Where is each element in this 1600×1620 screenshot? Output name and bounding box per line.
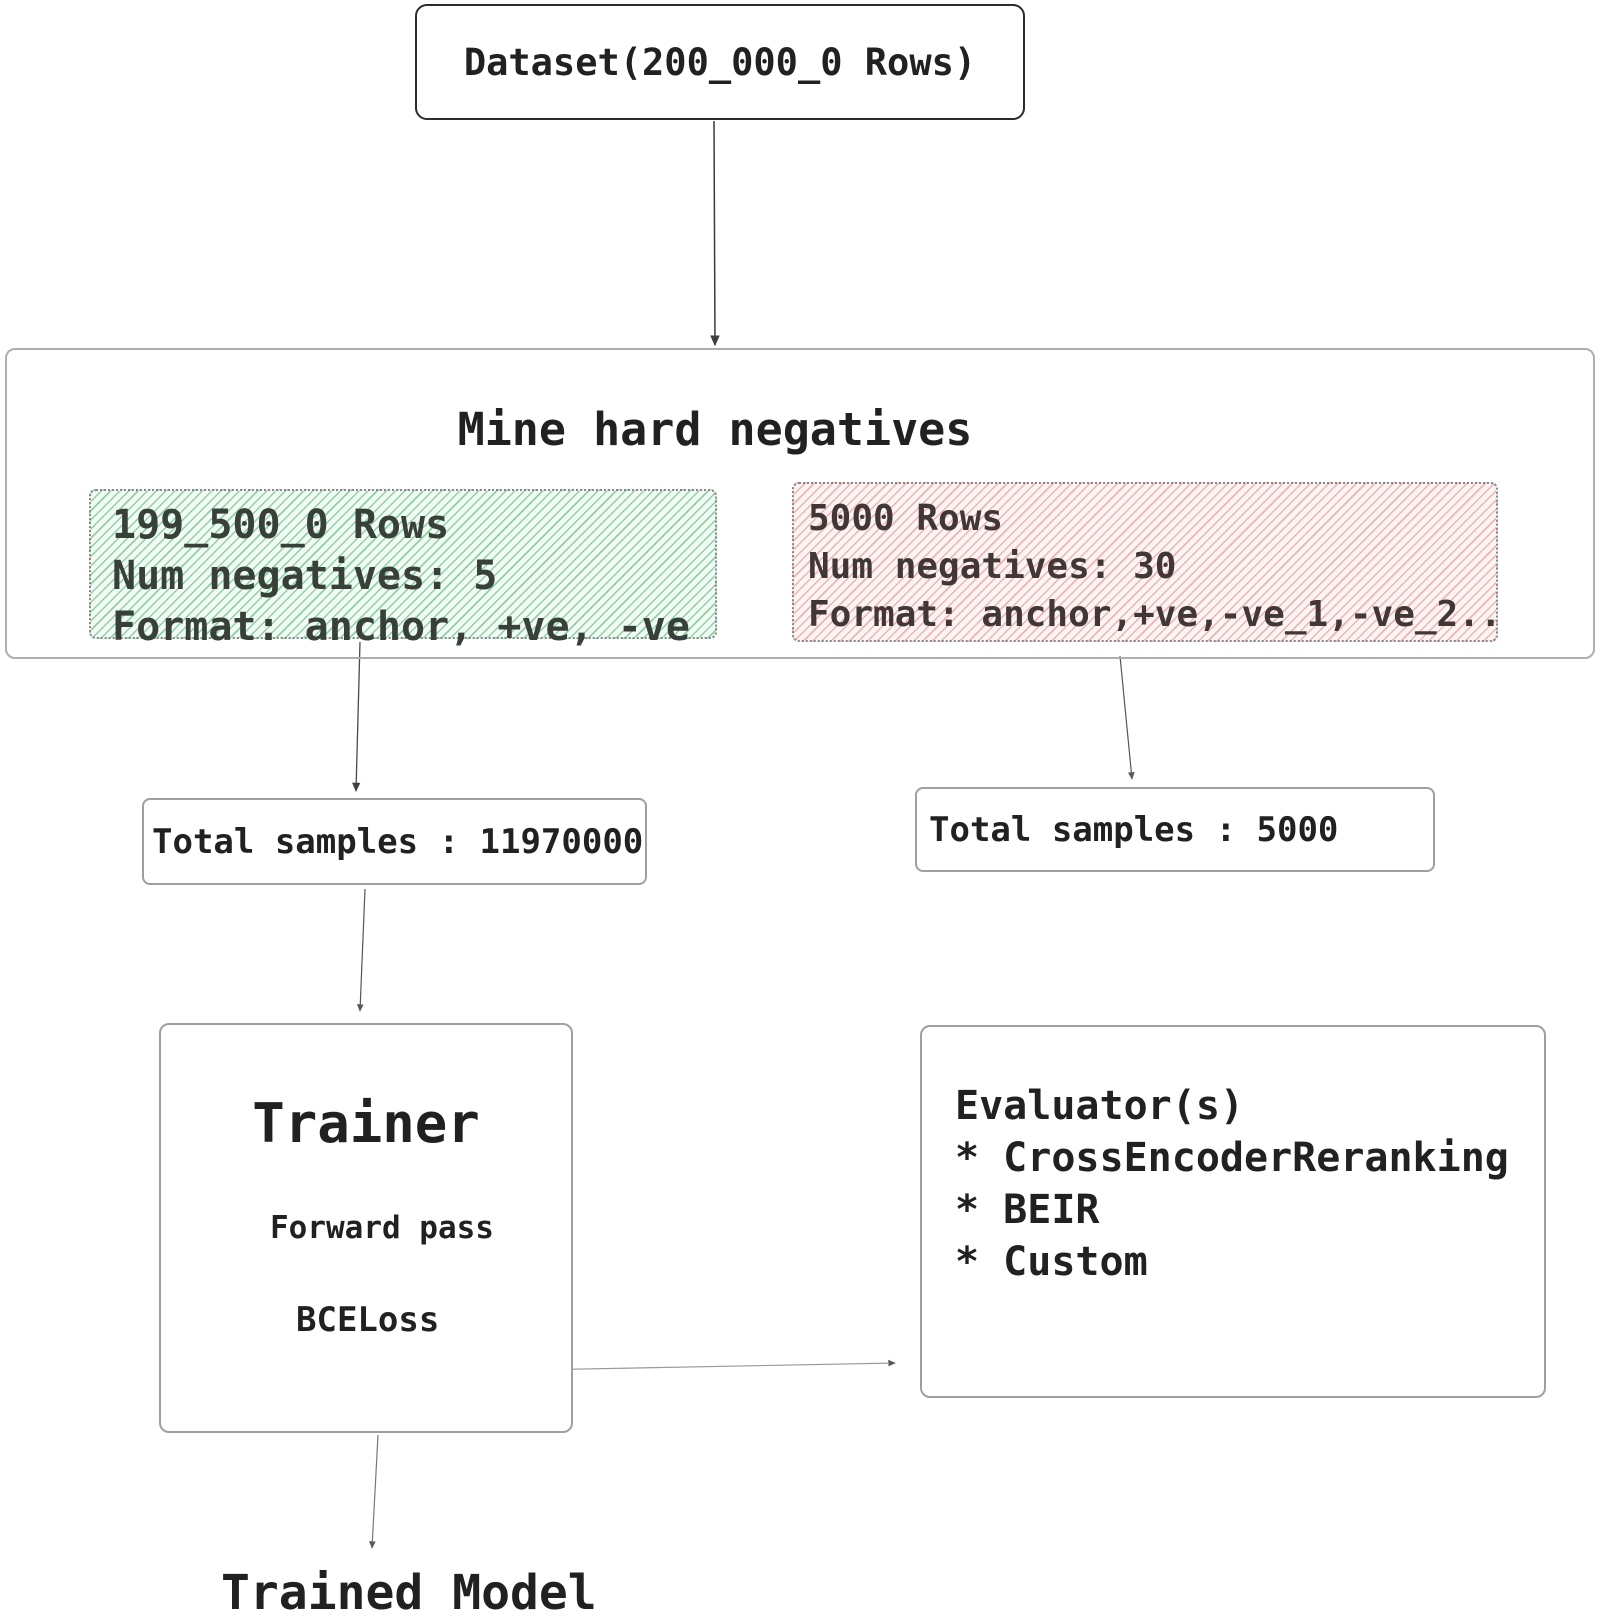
train-split-format: Format: anchor, +ve, -ve: [112, 604, 690, 650]
eval-total-node: Total samples : 5000: [915, 787, 1435, 872]
eval-split-box: 5000 Rows Num negatives: 30 Format: anch…: [792, 482, 1502, 642]
trainer-bceloss-label: BCELoss: [296, 1300, 440, 1340]
mine-hard-negatives-title: Mine hard negatives: [457, 403, 973, 456]
edge-dataset-to-mine: [710, 120, 720, 347]
dataset-node: Dataset(200_000_0 Rows): [415, 4, 1025, 120]
mine-hard-negatives-node: [5, 348, 1595, 659]
train-total-node: Total samples : 11970000: [142, 798, 647, 885]
eval-split-format: Format: anchor,+ve,-ve_1,-ve_2..: [808, 594, 1502, 635]
evaluator-item-custom: * Custom: [955, 1239, 1148, 1285]
evaluator-title: Evaluator(s): [955, 1083, 1244, 1129]
eval-split-num-negatives: Num negatives: 30: [808, 546, 1177, 587]
evaluator-item-beir: * BEIR: [955, 1187, 1100, 1233]
train-split-box: 199_500_0 Rows Num negatives: 5 Format: …: [89, 489, 717, 650]
eval-split-rows: 5000 Rows: [808, 498, 1004, 539]
train-split-rows: 199_500_0 Rows: [112, 502, 450, 548]
dataset-label: Dataset(200_000_0 Rows): [463, 40, 977, 84]
eval-total-label: Total samples : 5000: [929, 809, 1339, 850]
train-total-label: Total samples : 11970000: [152, 821, 644, 862]
trainer-title: Trainer: [252, 1092, 480, 1155]
evaluator-item-crossencoder: * CrossEncoderReranking: [955, 1135, 1509, 1181]
trained-model-label: Trained Model: [221, 1565, 597, 1620]
edge-trainer-to-trainedmodel: [369, 1434, 379, 1549]
train-split-num-negatives: Num negatives: 5: [112, 553, 498, 599]
edge-evalsplit-to-evaltotal: [1119, 655, 1135, 780]
edge-trainsplit-to-traintotal: [352, 641, 361, 793]
edge-traintotal-to-trainer: [356, 888, 366, 1012]
evaluator-node: Evaluator(s) * CrossEncoderReranking * B…: [920, 1025, 1546, 1398]
trainer-node: [159, 1023, 573, 1433]
trainer-forward-pass-label: Forward pass: [270, 1210, 494, 1246]
